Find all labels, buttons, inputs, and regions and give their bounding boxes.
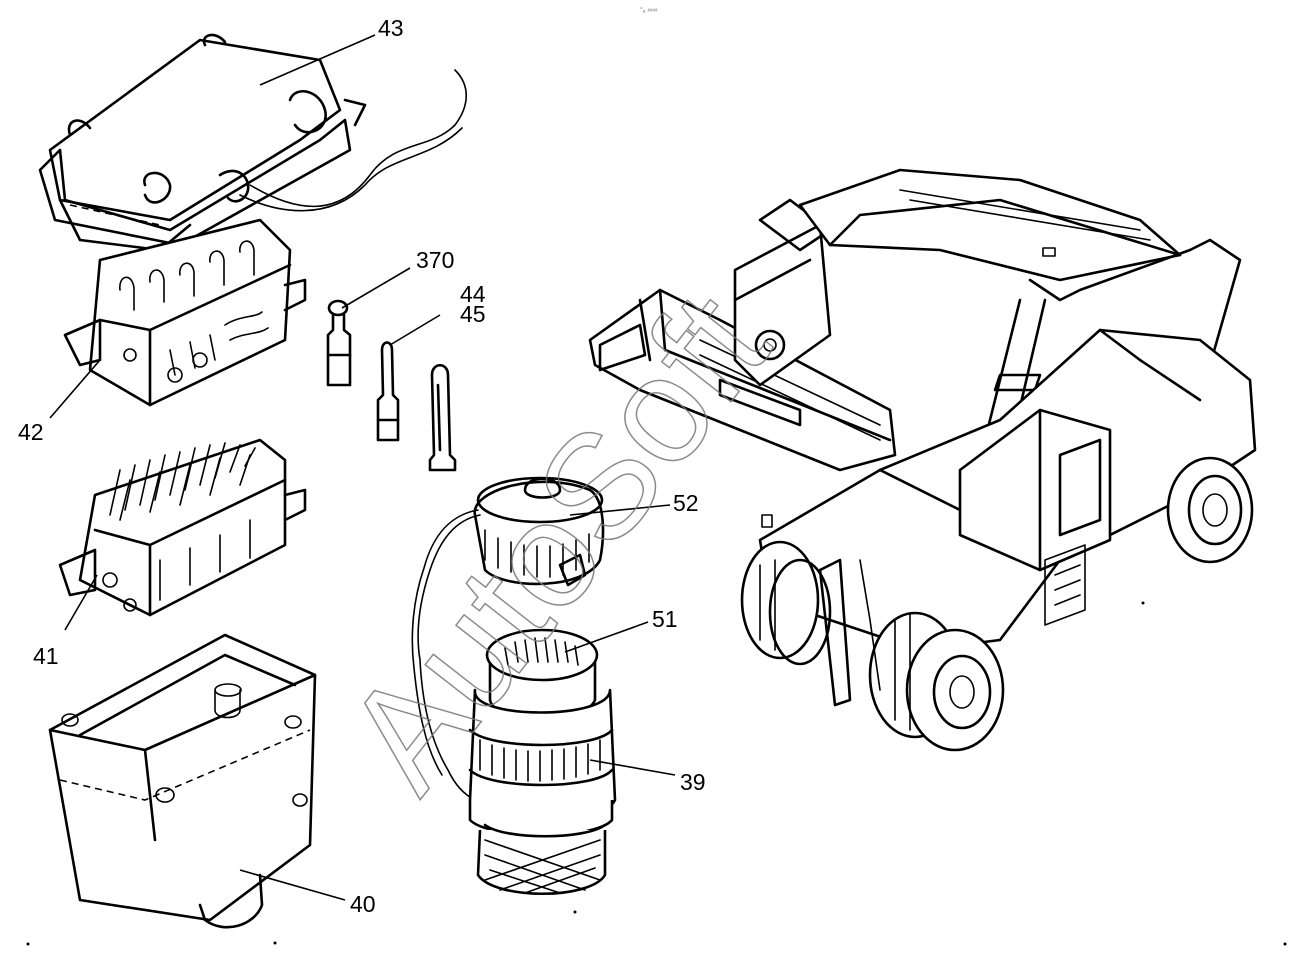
header-mark: °ₐ ∞∞ (640, 6, 657, 14)
callout-44: 44 (460, 281, 486, 307)
callout-39: 39 (680, 769, 706, 795)
round-connector-plug-icon (468, 628, 617, 895)
connector-insert-male-icon (58, 438, 307, 617)
callout-43: 43 (378, 15, 404, 41)
callout-40: 40 (350, 891, 376, 917)
leader-lines (49, 34, 676, 901)
reach-stacker-icon (588, 168, 1257, 752)
callout-45: 45 (460, 301, 486, 327)
contact-pin-icon (326, 299, 457, 472)
callout-51: 51 (652, 606, 678, 632)
connector-housing-icon (48, 633, 317, 929)
callout-370: 370 (416, 247, 454, 273)
hood-cover-icon (38, 33, 467, 252)
dust-cap-icon (411, 476, 605, 801)
callout-52: 52 (673, 490, 699, 516)
callout-41: 41 (33, 643, 59, 669)
scan-specks (26, 601, 1287, 946)
connector-insert-female-icon (63, 218, 307, 407)
callout-42: 42 (18, 419, 44, 445)
